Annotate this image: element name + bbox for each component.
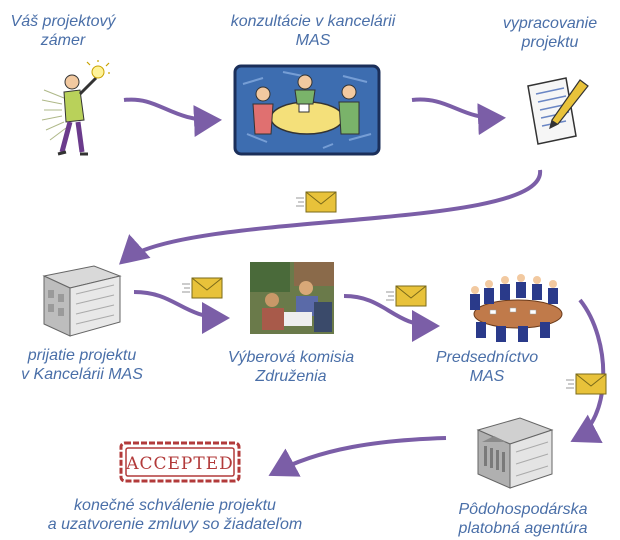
arrow-3-to-4	[119, 169, 543, 265]
arrow-1-to-2	[123, 97, 222, 137]
office-building-icon	[42, 265, 122, 337]
envelope-icon	[182, 277, 223, 299]
step-4-label: prijatie projektu v Kancelárii MAS	[21, 347, 143, 383]
board-meeting-icon	[470, 274, 563, 342]
arrow-7-to-8	[268, 436, 447, 477]
stamp-text: ACCEPTED	[125, 454, 234, 474]
arrow-4-to-5	[133, 290, 230, 334]
step-3-label: vypracovanie projektu	[502, 15, 598, 51]
arrow-5-to-6	[343, 294, 440, 342]
envelope-icon	[566, 373, 607, 395]
committee-photo-icon	[250, 262, 334, 334]
meeting-icon	[233, 64, 381, 156]
step-6-label: Predsedníctvo MAS	[435, 349, 539, 385]
step-5-label: Výberová komisia Združenia	[227, 349, 355, 385]
step-1-label: Váš projektový zámer	[10, 13, 116, 49]
arrow-2-to-3	[411, 97, 506, 136]
idea-person-icon	[41, 60, 110, 156]
bank-building-icon	[476, 417, 554, 489]
step-7-label: Pôdohospodárska platobná agentúra	[458, 501, 588, 537]
accepted-stamp-icon: ACCEPTED	[119, 441, 241, 483]
step-8-label: konečné schválenie projektu a uzatvoreni…	[47, 497, 303, 533]
document-pen-icon	[527, 77, 589, 145]
envelope-icon	[296, 191, 337, 213]
step-2-label: konzultácie v kancelárii MAS	[230, 13, 396, 49]
envelope-icon	[386, 285, 427, 307]
